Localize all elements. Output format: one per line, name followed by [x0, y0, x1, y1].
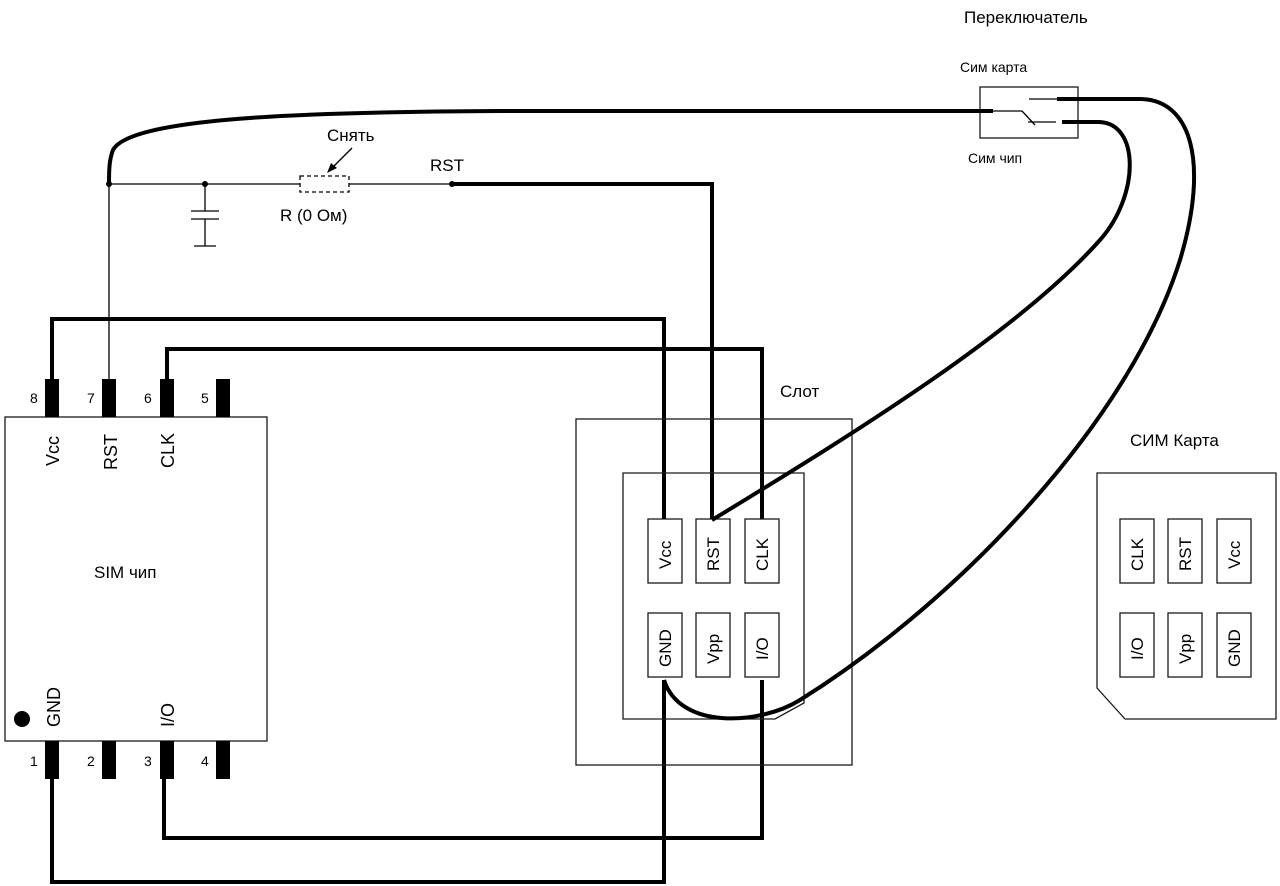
wire-switch-common-to-rst-node — [107, 109, 980, 185]
chip-pin-number: 5 — [201, 390, 209, 406]
chip-pin-2 — [102, 741, 116, 779]
wire-slot-rst-to-switch-chip — [710, 120, 1132, 522]
sim-card: СИМ Карта CLK RST Vcc I/O Vpp GND — [1096, 431, 1277, 720]
slot-pad-vcc — [647, 518, 683, 584]
resistor-label: R (0 Ом) — [280, 206, 347, 225]
sim-pad-label: GND — [1225, 629, 1244, 667]
sim-pad-label: I/O — [1128, 637, 1147, 660]
slot-pad-label: RST — [704, 537, 723, 571]
chip-pin-3 — [160, 741, 174, 779]
wire-slot-gnd-to-switch-card — [662, 97, 1197, 721]
chip-pin-number: 4 — [201, 753, 209, 769]
chip-pin-number: 8 — [30, 390, 38, 406]
rst-net-label: RST — [430, 156, 464, 175]
sim-pad-clk — [1119, 518, 1155, 584]
chip-pin-number: 1 — [30, 753, 38, 769]
chip-pin-5 — [216, 379, 230, 417]
sim-card-title: СИМ Карта — [1130, 431, 1219, 450]
slot-pad-gnd — [647, 612, 683, 678]
chip-pin-name-vcc: Vcc — [43, 436, 63, 466]
chip-pin-4 — [216, 741, 230, 779]
switch-body — [979, 86, 1079, 139]
sim-pad-label: RST — [1176, 537, 1195, 571]
chip-pin-name-rst: RST — [101, 434, 121, 470]
chip-pin-name-gnd: GND — [44, 687, 64, 727]
chip-title: SIM чип — [94, 563, 157, 582]
wire-gnd — [50, 680, 666, 884]
sim-pad-label: Vpp — [1176, 634, 1195, 664]
slot-pad-label: Vcc — [656, 540, 675, 569]
chip-pin-7 — [102, 379, 116, 417]
slot-pad-label: GND — [656, 629, 675, 667]
sim-pad-vpp — [1167, 612, 1203, 678]
wire-io — [162, 680, 764, 840]
slot-pad-clk — [744, 518, 780, 584]
slot-pad-vpp — [695, 612, 731, 678]
slot-pad-rst — [695, 518, 731, 584]
chip-pin-1 — [45, 741, 59, 779]
slot-pad-label: I/O — [753, 637, 772, 660]
chip-pin-number: 6 — [144, 390, 152, 406]
wire-clk — [165, 347, 764, 520]
slot-pad-label: Vpp — [704, 634, 723, 664]
chip-pin-name-io: I/O — [158, 703, 178, 727]
chip-pin-number: 3 — [144, 753, 152, 769]
switch-title: Переключатель — [964, 8, 1088, 27]
arrowhead-icon — [327, 163, 337, 173]
slot-inner-frame — [622, 472, 805, 720]
switch-position-sim-card: Сим карта — [960, 59, 1027, 75]
rst-network: Снять R (0 Ом) RST — [106, 126, 714, 520]
wire-rst-to-slot — [452, 182, 714, 520]
chip-pin-number: 2 — [87, 753, 95, 769]
sim-pad-vcc — [1216, 518, 1252, 584]
sim-chip: 8 7 6 5 1 2 3 4 Vcc RST CLK GND I/O SIM … — [4, 379, 268, 779]
resistor-note-arrow — [331, 147, 353, 169]
chip-pin-8 — [45, 379, 59, 417]
slot-pad-label: CLK — [753, 537, 772, 571]
slot: Слот Vcc RST CLK GND Vpp I/O — [575, 382, 853, 766]
sim-pad-rst — [1167, 518, 1203, 584]
switch: Переключатель Сим карта Сим чип — [960, 8, 1088, 166]
capacitor — [191, 184, 219, 247]
chip-body — [4, 416, 268, 742]
sim-pad-label: CLK — [1128, 537, 1147, 571]
sim-pad-gnd — [1216, 612, 1252, 678]
chip-pin-number: 7 — [87, 390, 95, 406]
switch-lever — [1021, 110, 1036, 126]
sim-card-outline — [1096, 472, 1277, 720]
slot-pad-io — [744, 612, 780, 678]
pin1-marker-dot — [14, 711, 30, 727]
resistor-0-ohm — [299, 175, 350, 193]
sim-pad-io — [1119, 612, 1155, 678]
chip-pin-6 — [160, 379, 174, 417]
resistor-note: Снять — [327, 126, 375, 145]
slot-title: Слот — [780, 382, 819, 401]
chip-pin-name-clk: CLK — [158, 433, 178, 468]
sim-pad-label: Vcc — [1225, 540, 1244, 569]
slot-outer-frame — [575, 418, 853, 766]
switch-position-sim-chip: Сим чип — [968, 150, 1022, 166]
